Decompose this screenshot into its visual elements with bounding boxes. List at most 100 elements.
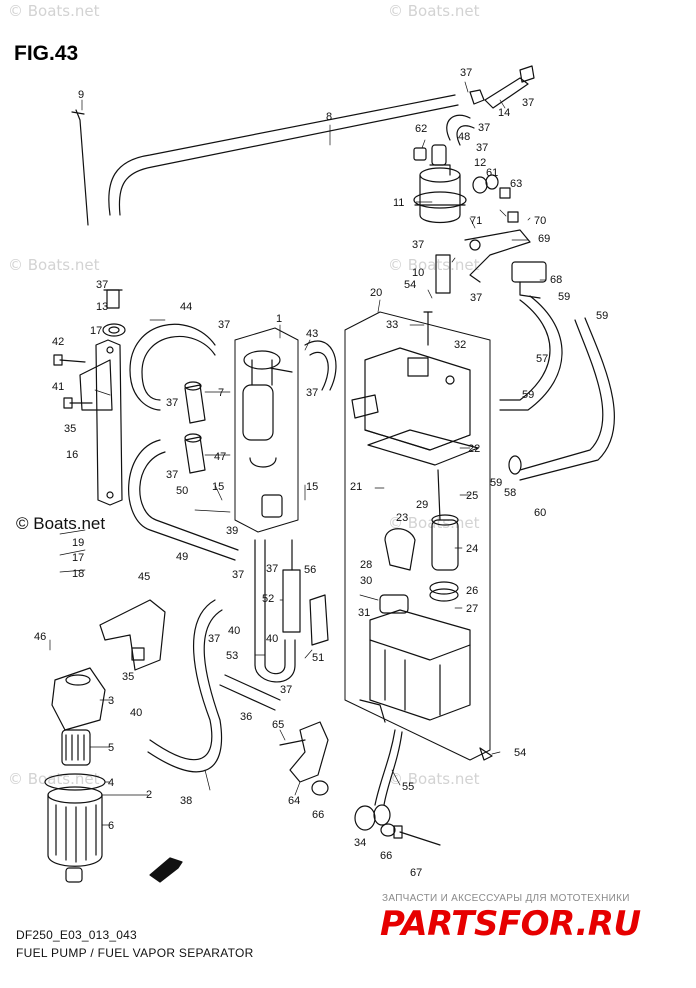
fuel-filter-11: [413, 144, 467, 224]
callout-56: 56: [304, 564, 316, 576]
callout-57: 57: [536, 353, 548, 365]
callout-40: 40: [130, 707, 142, 719]
watermark: © Boats.net: [8, 256, 100, 274]
joint-7: [184, 381, 206, 424]
filter-26: [429, 581, 459, 602]
callout-63: 63: [510, 178, 522, 190]
callout-11: 11: [393, 197, 404, 209]
filter-head-3: [51, 667, 106, 731]
hose-38: [147, 599, 223, 773]
callout-17: 17: [72, 552, 84, 564]
callout-21: 21: [350, 481, 362, 493]
grommet-66b: [380, 823, 396, 837]
callout-46: 46: [34, 631, 46, 643]
bracket-51: [309, 594, 329, 646]
callout-3: 3: [108, 695, 114, 707]
callout-22: 22: [468, 443, 480, 455]
callout-52: 52: [262, 593, 274, 605]
callout-59: 59: [558, 291, 570, 303]
bracket-45: [99, 599, 166, 671]
needle-valve-31: [379, 594, 409, 614]
callout-37: 37: [306, 387, 318, 399]
shop-tagline: ЗАПЧАСТИ И АКСЕССУАРЫ ДЛЯ МОТОТЕХНИКИ: [382, 893, 630, 904]
hose-48: [446, 114, 475, 146]
callout-37: 37: [280, 684, 292, 696]
forward-arrow-icon: [149, 857, 183, 883]
callout-23: 23: [396, 512, 408, 524]
callout-10: 10: [412, 267, 424, 279]
callout-12: 12: [474, 157, 486, 169]
bolt-67: [393, 825, 441, 846]
callout-37: 37: [232, 569, 244, 581]
callout-17: 17: [90, 325, 102, 337]
watermark: © Boats.net: [8, 2, 100, 20]
callout-37: 37: [166, 397, 178, 409]
callout-65: 65: [272, 719, 284, 731]
filter-cup-6: [47, 786, 103, 883]
bolt-42: [53, 354, 86, 366]
washer-17-top: [102, 323, 126, 337]
hose-49: [128, 439, 239, 561]
callout-44: 44: [180, 301, 192, 313]
fuel-pump-24: [431, 469, 459, 571]
rail-bracket-16: [79, 339, 123, 506]
callout-42: 42: [52, 336, 64, 348]
leader-lines: [49, 81, 547, 826]
callout-20: 20: [370, 287, 382, 299]
bracket-64: [279, 721, 329, 783]
callout-68: 68: [550, 274, 562, 286]
callout-34: 34: [354, 837, 366, 849]
callout-40: 40: [266, 633, 278, 645]
callout-28: 28: [360, 559, 372, 571]
callout-1: 1: [276, 313, 282, 325]
grommet-66a: [311, 780, 329, 796]
callout-37: 37: [218, 319, 230, 331]
callout-62: 62: [415, 123, 427, 135]
callout-69: 69: [538, 233, 550, 245]
hose-10: [435, 254, 451, 294]
callout-37: 37: [478, 122, 490, 134]
callout-66: 66: [380, 850, 392, 862]
callout-14: 14: [498, 107, 510, 119]
grommet-34: [354, 804, 391, 831]
callout-59: 59: [490, 477, 502, 489]
callout-33: 33: [386, 319, 398, 331]
pump-assembly-box: [234, 327, 299, 533]
hose-60: [508, 317, 615, 481]
callout-50: 50: [176, 485, 188, 497]
hose-44: [129, 323, 216, 411]
callout-26: 26: [466, 585, 478, 597]
callout-37: 37: [166, 469, 178, 481]
callout-37: 37: [266, 563, 278, 575]
callout-4: 4: [108, 777, 114, 789]
callout-27: 27: [466, 603, 478, 615]
callout-39: 39: [226, 525, 238, 537]
callout-16: 16: [66, 449, 78, 461]
callout-31: 31: [358, 607, 370, 619]
callout-29: 29: [416, 499, 428, 511]
callout-37: 37: [522, 97, 534, 109]
bolt-13: [103, 289, 123, 309]
callout-49: 49: [176, 551, 188, 563]
callout-36: 36: [240, 711, 252, 723]
joint-47: [184, 433, 206, 474]
hose-36: [219, 674, 281, 711]
callout-19: 19: [72, 537, 84, 549]
hose-57: [499, 295, 563, 411]
callout-70: 70: [534, 215, 546, 227]
callout-32: 32: [454, 339, 466, 351]
callout-64: 64: [288, 795, 300, 807]
callout-37: 37: [412, 239, 424, 251]
grommet-12-61: [472, 174, 511, 199]
callout-labels: 9 8 37 14 37 37 48 37 62 12 61 63 11 70 …: [34, 67, 608, 879]
callout-35: 35: [122, 671, 134, 683]
bracket-69: [464, 211, 531, 283]
callout-18: 18: [72, 568, 84, 580]
watermark: © Boats.net: [388, 2, 480, 20]
separator-head: [351, 347, 471, 451]
callout-37: 37: [470, 292, 482, 304]
float-23: [384, 528, 416, 571]
callout-8: 8: [326, 111, 332, 123]
callout-51: 51: [312, 652, 324, 664]
